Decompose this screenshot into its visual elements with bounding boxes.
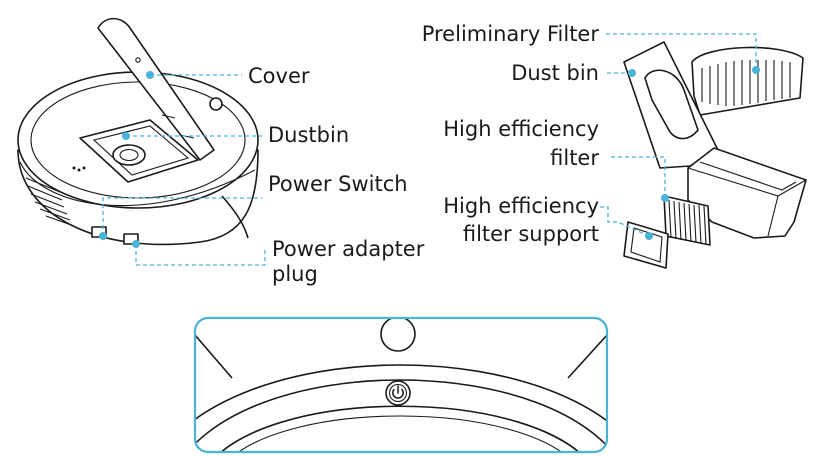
power-icon (385, 380, 411, 406)
label-high-efficiency-filter-line1: High efficiency (443, 117, 599, 141)
leader-lines (99, 33, 760, 266)
robot-vacuum (17, 17, 259, 246)
robot-cover (97, 17, 215, 161)
label-power-switch: Power Switch (268, 172, 408, 196)
label-dustbin: Dustbin (268, 123, 350, 147)
dust-bin-lid (623, 41, 719, 169)
dust-bin-assembly (623, 41, 807, 269)
label-high-efficiency-filter-line2: filter (550, 146, 599, 170)
label-high-efficiency-support-line1: High efficiency (443, 194, 599, 218)
power-switch-inset (193, 316, 609, 454)
high-efficiency-filter (663, 195, 711, 246)
power-adapter-port (123, 233, 139, 245)
label-power-adapter-line1: Power adapter (272, 237, 425, 261)
label-power-adapter-line2: plug (272, 262, 318, 286)
label-cover: Cover (248, 64, 310, 88)
dust-bin-body (687, 147, 807, 239)
high-efficiency-filter-support (623, 221, 669, 269)
label-preliminary-filter: Preliminary Filter (421, 22, 599, 46)
label-dust-bin: Dust bin (511, 61, 599, 85)
power-switch (91, 226, 107, 238)
label-high-efficiency-support-line2: filter support (462, 222, 599, 246)
vent-grille (25, 177, 75, 227)
preliminary-filter (691, 46, 804, 116)
